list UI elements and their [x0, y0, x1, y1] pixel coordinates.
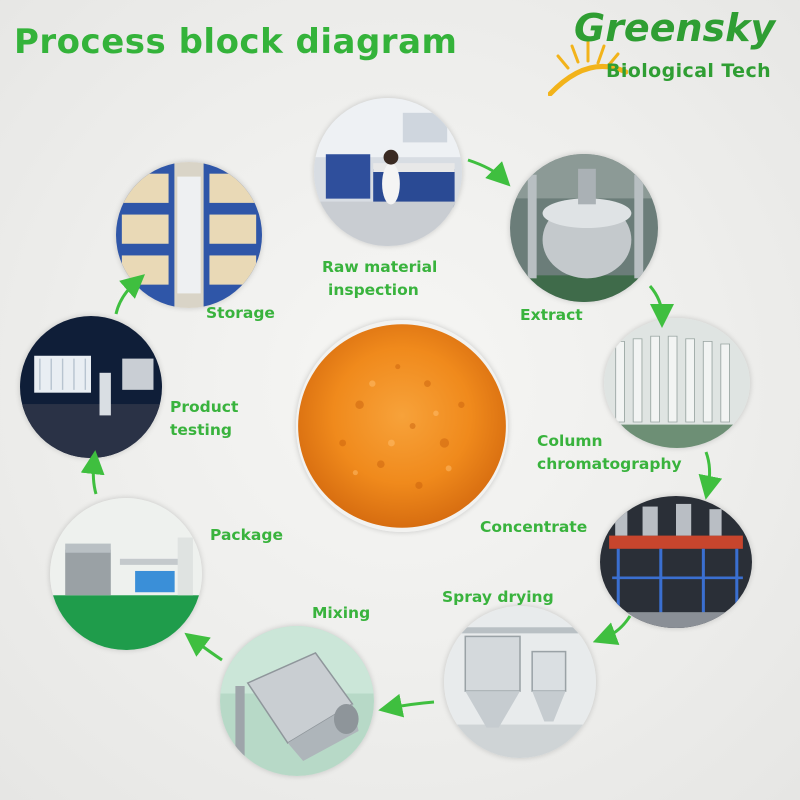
column-chromatography-photo — [604, 318, 750, 448]
package-photo — [50, 498, 202, 650]
step-label-column-chromatography: Column chromatography — [537, 432, 682, 474]
step-label-product-testing: Product testing — [170, 398, 239, 440]
greensky-logo: Greensky Biological Tech — [548, 6, 794, 96]
product-powder-photo — [296, 320, 508, 532]
step-label-mixing: Mixing — [312, 604, 371, 622]
arrow-testing-to-storage — [114, 274, 146, 315]
logo-brand-name: Greensky — [574, 6, 776, 50]
arrow-concentrate-to-spray — [592, 615, 632, 646]
step-label-package: Package — [210, 526, 283, 544]
step-label-spray-drying: Spray drying — [442, 588, 554, 606]
diagram-title: Process block diagram — [14, 22, 458, 62]
step-label-storage: Storage — [206, 304, 275, 322]
spray-drying-photo — [444, 606, 596, 758]
step-label-extract: Extract — [520, 306, 583, 324]
sun-logo-icon — [548, 40, 628, 96]
product-testing-photo — [20, 316, 162, 458]
step-label-concentrate: Concentrate — [480, 518, 588, 536]
arrow-column-to-concentrate — [698, 451, 723, 500]
storage-photo — [116, 162, 262, 308]
step-label-raw-material-inspection: Raw material inspection — [322, 258, 438, 300]
arrow-mixing-to-package — [184, 632, 223, 662]
arrow-raw-to-extract — [467, 158, 511, 187]
arrow-extract-to-column — [648, 285, 674, 328]
logo-subtitle: Biological Tech — [606, 60, 772, 82]
arrow-spray-to-mixing — [378, 693, 435, 718]
arrow-package-to-testing — [80, 450, 105, 495]
